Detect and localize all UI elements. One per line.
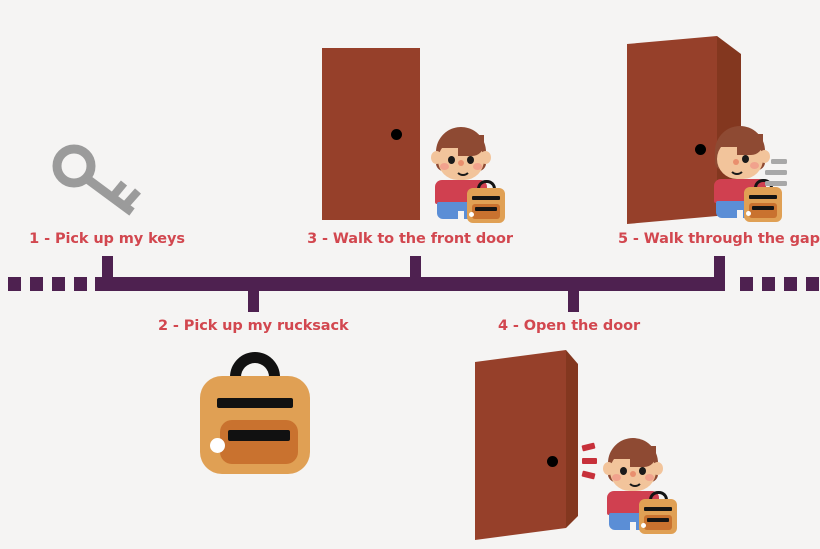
bag-handle: [649, 491, 668, 502]
step-label-1: 1 - Pick up my keys: [29, 231, 185, 247]
leg-gap: [737, 210, 743, 220]
bag-strap: [644, 507, 672, 511]
step-label-4: 4 - Open the door: [497, 318, 640, 334]
timeline-tick-5[interactable]: [714, 256, 725, 278]
bag-pocket-strap: [475, 207, 497, 211]
door-panel: [322, 48, 420, 220]
rucksack-button: [210, 438, 225, 453]
door-knob-icon: [547, 456, 558, 467]
opening-door-with-person-icon: [472, 350, 677, 549]
held-bag-icon: [743, 179, 783, 223]
timeline-dash-right-2: [762, 277, 775, 291]
timeline-tick-3[interactable]: [410, 256, 421, 278]
timeline-dash-left-2: [30, 277, 43, 291]
bag-strap: [749, 195, 777, 199]
held-bag-icon: [638, 491, 678, 535]
eye-left: [620, 467, 627, 475]
nose: [458, 160, 464, 166]
timeline-dash-right-3: [784, 277, 797, 291]
ear-right: [759, 150, 770, 163]
cheek-right: [473, 163, 482, 170]
bag-button: [469, 212, 474, 217]
hair-side: [630, 446, 656, 467]
rucksack-pocket-strap: [228, 430, 290, 441]
timeline-dash-left-3: [52, 277, 65, 291]
motion-line-3: [765, 181, 787, 186]
bag-handle: [477, 180, 496, 191]
door-knob-icon: [695, 144, 706, 155]
rucksack-handle: [230, 352, 280, 384]
ear-right: [480, 151, 491, 164]
bag-pocket-strap: [752, 206, 774, 210]
ear-right: [652, 462, 663, 475]
key-icon: [48, 140, 148, 224]
bag-button: [641, 523, 646, 528]
hair-side: [737, 134, 763, 155]
step-label-3: 3 - Walk to the front door: [307, 231, 513, 247]
timeline-dash-left-4: [74, 277, 87, 291]
timeline-tick-1[interactable]: [102, 256, 113, 278]
ear-left: [431, 151, 442, 164]
open-door-person-walking-through-icon: [625, 36, 787, 230]
action-line-2: [582, 458, 597, 464]
rucksack-strap: [217, 398, 293, 408]
cheek-right: [645, 474, 654, 481]
motion-line-1: [771, 159, 787, 164]
eye-left: [448, 156, 455, 164]
door-knob-icon: [391, 129, 402, 140]
mouth: [455, 167, 471, 176]
leg-gap: [458, 211, 464, 221]
timeline-dash-right-4: [806, 277, 819, 291]
hair-side: [458, 135, 484, 156]
ear-left: [603, 462, 614, 475]
motion-line-2: [765, 170, 787, 175]
timeline-dash-left-1: [8, 277, 21, 291]
mouth: [729, 166, 745, 175]
bag-button: [746, 211, 751, 216]
eye-right: [467, 156, 474, 164]
bag-strap: [472, 196, 500, 200]
cheek-left: [440, 163, 449, 170]
person-figure: [602, 438, 664, 532]
leg-gap: [630, 522, 636, 532]
mouth: [627, 478, 643, 487]
timeline-bar: [95, 277, 725, 291]
timeline-dash-right-1: [740, 277, 753, 291]
door-face-panel: [627, 36, 717, 224]
eye-right: [742, 155, 749, 163]
door-edge-panel: [566, 350, 578, 528]
step-label-2: 2 - Pick up my rucksack: [158, 318, 349, 334]
step-label-5: 5 - Walk through the gap: [618, 231, 820, 247]
nose: [733, 159, 739, 165]
bag-pocket-strap: [647, 518, 669, 522]
held-bag-icon: [466, 180, 506, 224]
eye-right: [639, 467, 646, 475]
person-figure: [709, 126, 771, 220]
timeline-tick-2[interactable]: [248, 290, 259, 312]
nose: [630, 471, 636, 477]
timeline-tick-4[interactable]: [568, 290, 579, 312]
cheek-left: [612, 474, 621, 481]
door-ajar-glyph: [475, 350, 578, 540]
cheek-right: [750, 162, 759, 169]
key-glyph: [52, 144, 141, 216]
rucksack-pocket: [220, 420, 298, 464]
door-face-panel: [475, 350, 566, 540]
